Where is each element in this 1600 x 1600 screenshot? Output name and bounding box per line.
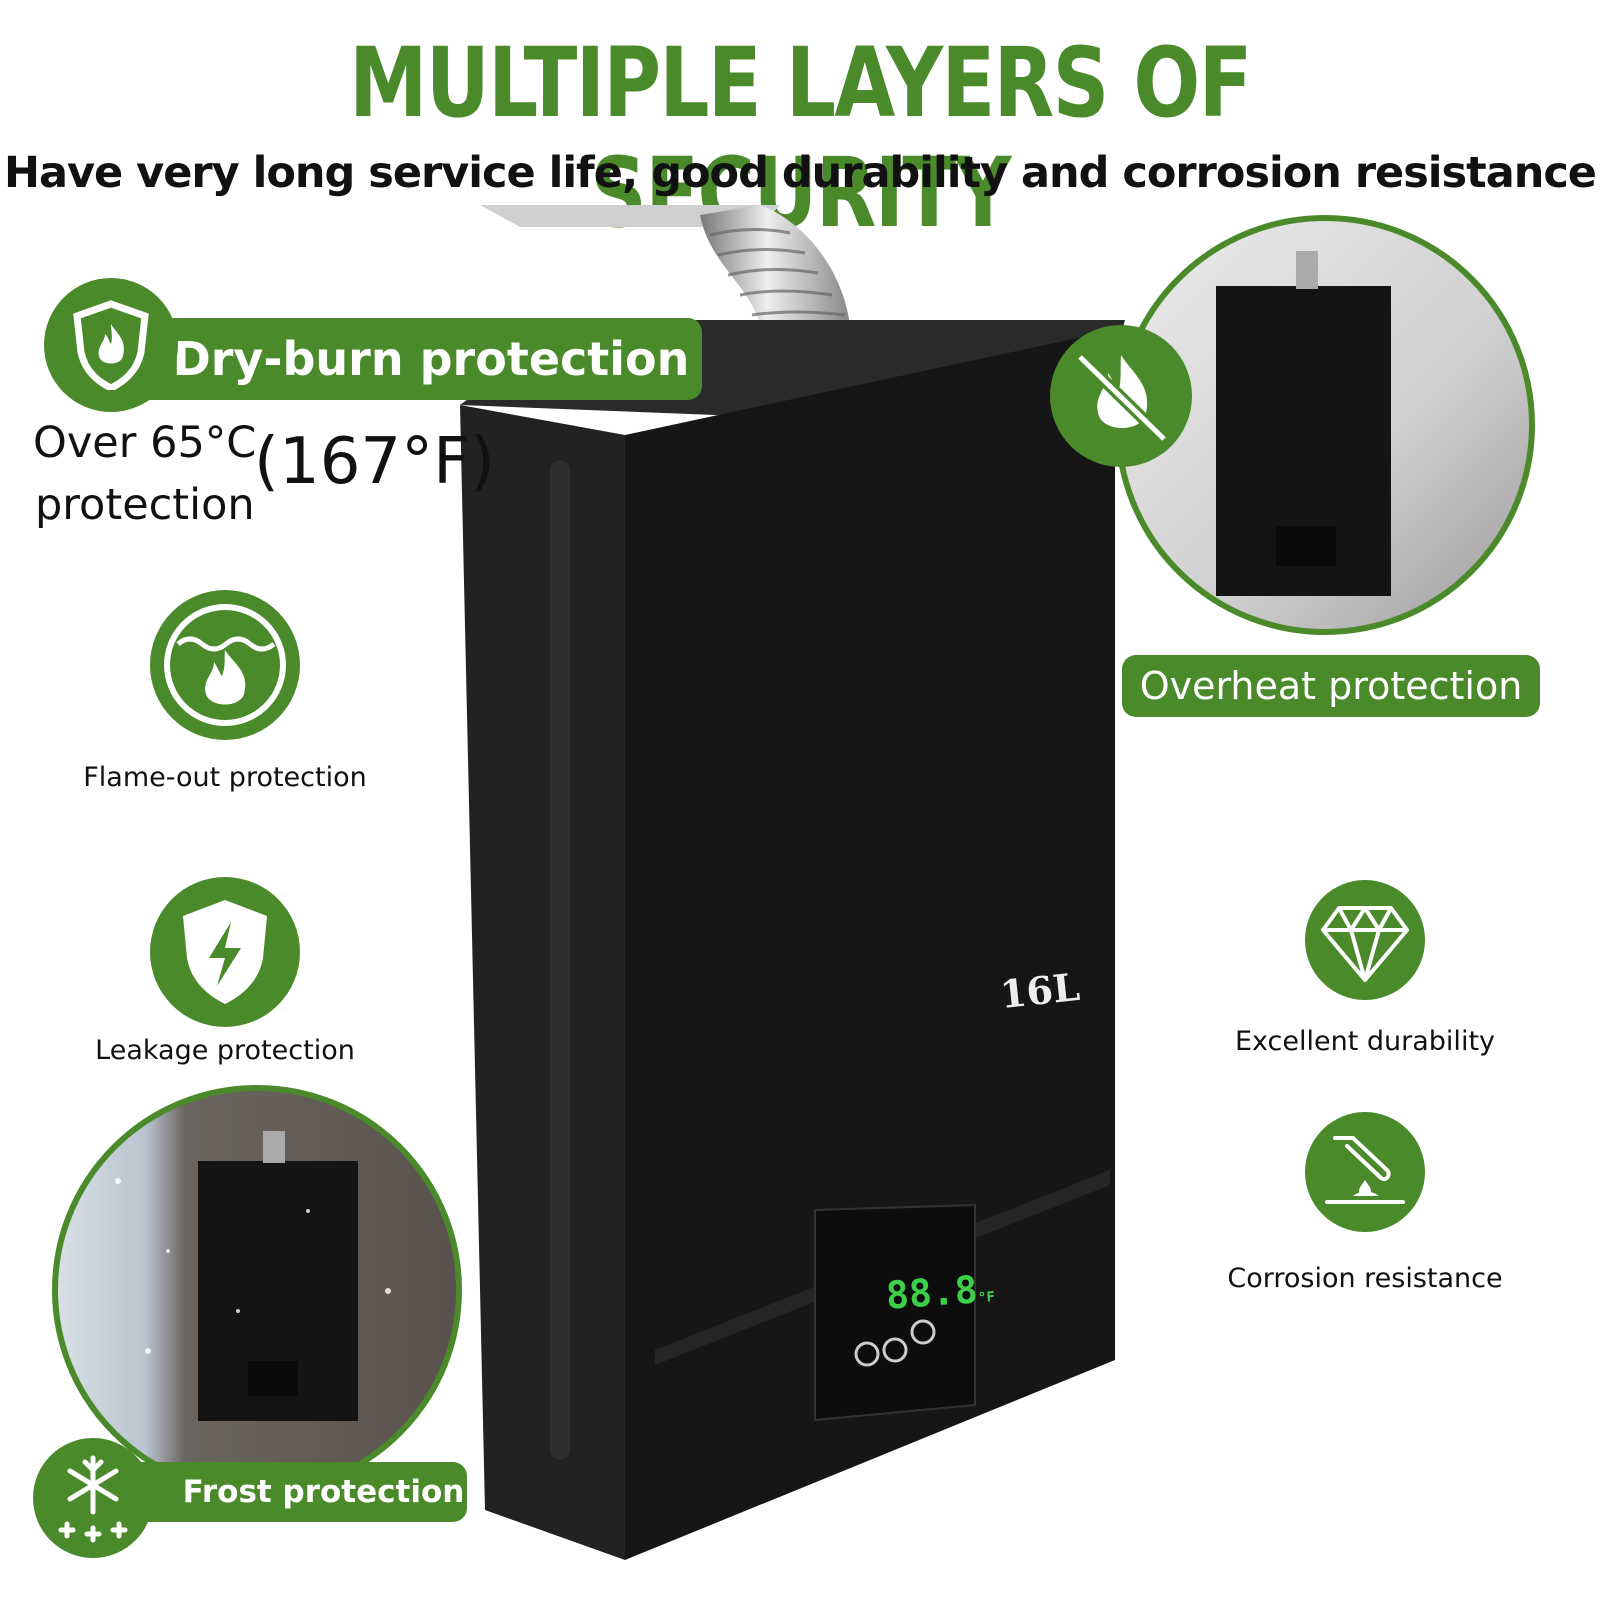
flame-out-label: Flame-out protection [83, 762, 367, 793]
flame-wave-icon [164, 604, 286, 726]
corrosion-icon [1325, 1136, 1405, 1204]
durability-icon-circle [1305, 880, 1425, 1000]
water-heater-illustration [460, 320, 1125, 1560]
capacity-label: 16L [997, 963, 1082, 1018]
corrosion-icon-circle [1305, 1112, 1425, 1232]
shield-bolt-icon [183, 900, 267, 1004]
frost-heater-thumbnail [115, 1131, 391, 1421]
frost-icon-circle [33, 1438, 153, 1558]
overheat-photo [1115, 215, 1535, 635]
flame-out-icon-circle [150, 590, 300, 740]
page-title: MULTIPLE LAYERS OF SECURITY [349, 27, 1252, 249]
diamond-icon [1321, 906, 1409, 982]
frost-photo [52, 1085, 462, 1495]
no-fire-icon [1075, 352, 1169, 444]
corrosion-label: Corrosion resistance [1227, 1263, 1503, 1294]
shield-flame-icon [73, 300, 149, 390]
dry-burn-label: Dry-burn protection [172, 332, 690, 386]
snowflake-icon [58, 1455, 128, 1543]
temperature-display: 88.8°F [885, 1266, 996, 1317]
frost-label: Frost protection [182, 1474, 465, 1510]
over-temp-line2: protection [35, 480, 255, 530]
over-temp-line1: Over 65°C [33, 418, 257, 468]
display-unit: °F [977, 1289, 996, 1307]
dry-burn-badge: Dry-burn protection [110, 318, 702, 400]
leakage-icon-circle [150, 877, 300, 1027]
overheat-label: Overheat protection [1139, 664, 1523, 708]
durability-label: Excellent durability [1234, 1026, 1496, 1057]
frost-badge: Frost protection [120, 1462, 467, 1522]
overheat-icon-circle [1050, 325, 1192, 467]
leakage-label: Leakage protection [95, 1035, 355, 1066]
page-subtitle: Have very long service life, good durabi… [4, 148, 1597, 198]
overheat-heater-thumbnail [1216, 251, 1391, 596]
dry-burn-icon-circle [44, 278, 178, 412]
over-temp-fahrenheit: (167°F) [254, 425, 495, 499]
display-readout: 88.8 [884, 1267, 979, 1318]
overheat-badge: Overheat protection [1122, 655, 1540, 717]
